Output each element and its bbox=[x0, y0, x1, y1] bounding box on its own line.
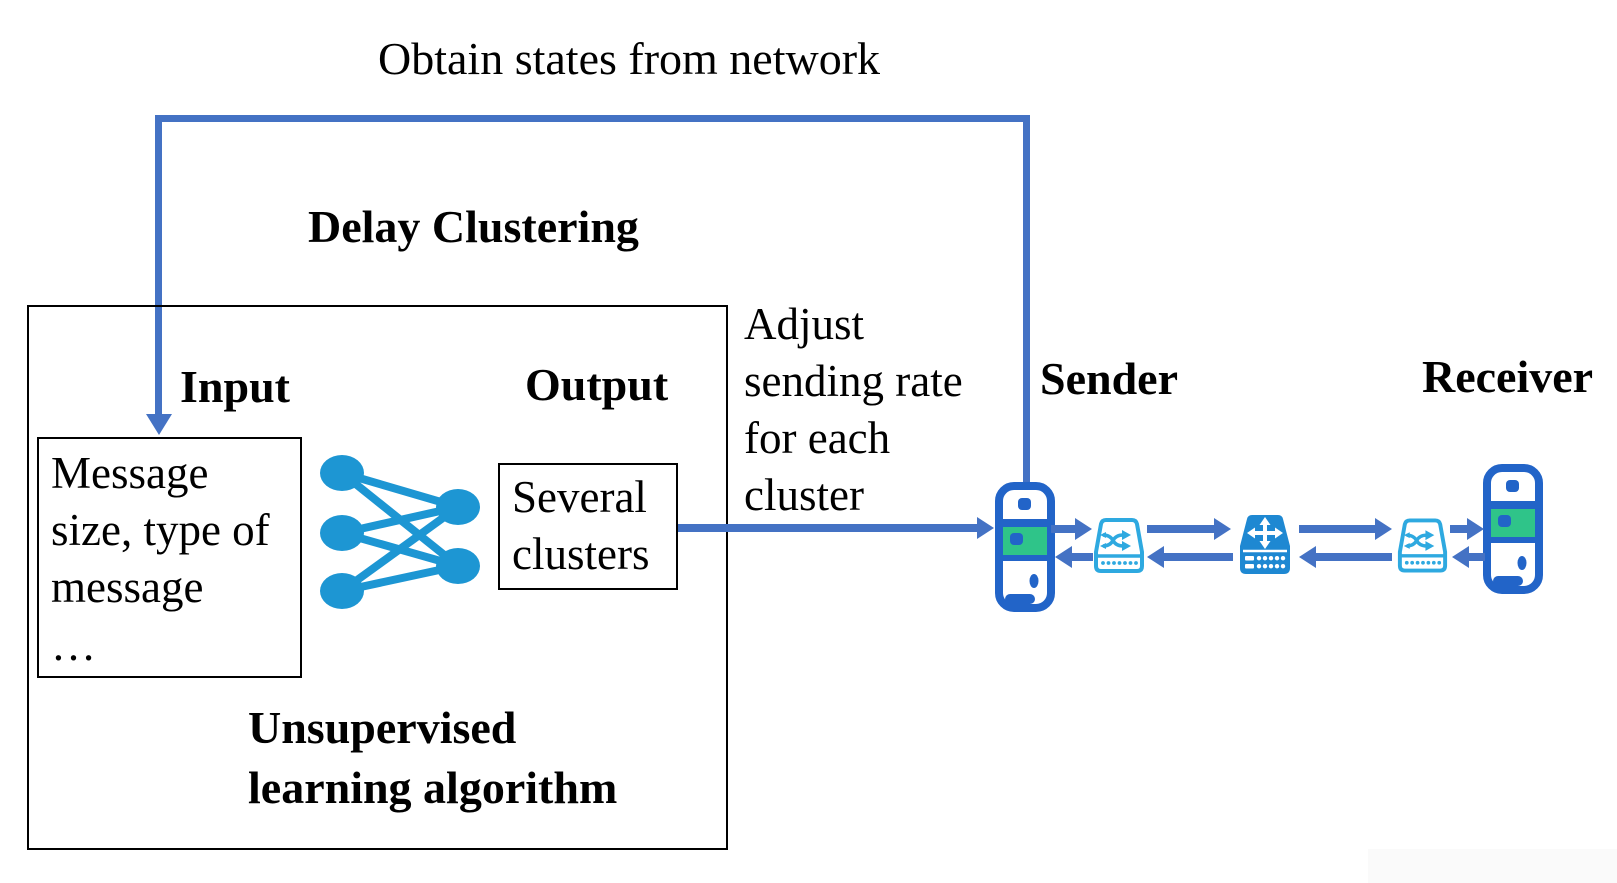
arrow-shaft bbox=[1466, 553, 1485, 561]
arrow-head bbox=[1375, 518, 1392, 540]
algorithm-label: Unsupervised learning algorithm bbox=[248, 702, 618, 813]
arrow-head bbox=[1214, 518, 1231, 540]
arrow-head bbox=[1452, 546, 1469, 568]
clustering-box bbox=[27, 305, 728, 850]
output-label: Output bbox=[525, 359, 669, 410]
down-arrowhead-icon bbox=[146, 414, 172, 435]
right-arrow-icon arrow-sender-to-switch1 bbox=[1051, 518, 1092, 540]
left-arrow-icon arrow-switch2-to-router bbox=[1299, 546, 1392, 568]
arrow-shaft bbox=[678, 524, 980, 532]
neural-network-icon bbox=[320, 455, 480, 609]
right-arrow-icon arrow-switch1-to-router bbox=[1147, 518, 1231, 540]
several-clusters-box: Several clusters bbox=[498, 463, 678, 590]
arrow-shaft bbox=[1313, 553, 1392, 561]
arrow-head bbox=[1299, 546, 1316, 568]
feedback-line-top bbox=[155, 115, 1030, 122]
arrow-shaft bbox=[1051, 525, 1078, 533]
input-label: Input bbox=[180, 361, 290, 412]
several-clusters-text: Several clusters bbox=[512, 472, 650, 579]
message-input-box: Message size, type of message … bbox=[37, 437, 302, 678]
arrow-shaft bbox=[1069, 553, 1093, 561]
arrow-shaft bbox=[1299, 525, 1378, 533]
network-router-icon bbox=[1240, 515, 1290, 574]
delay-clustering-heading: Delay Clustering bbox=[308, 201, 639, 252]
network-switch-icon switch-right-icon bbox=[1397, 518, 1448, 573]
scan-artifact bbox=[1368, 849, 1617, 883]
arrow-head bbox=[1467, 518, 1484, 540]
arrow-shaft bbox=[1147, 525, 1217, 533]
feedback-line-left bbox=[155, 115, 162, 416]
feedback-line-right bbox=[1023, 115, 1030, 485]
arrow-head bbox=[1055, 546, 1072, 568]
arrow-head bbox=[1075, 518, 1092, 540]
right-arrow-icon arrow-switch2-to-receiver bbox=[1450, 518, 1484, 540]
left-arrow-icon arrow-receiver-to-switch2 bbox=[1452, 546, 1485, 568]
message-input-text: Message size, type of message bbox=[51, 448, 270, 612]
arrow-shaft bbox=[1161, 553, 1233, 561]
message-input-ellipsis: … bbox=[51, 620, 96, 670]
host-device-icon sender-host-icon bbox=[995, 482, 1055, 612]
arrow-head bbox=[977, 517, 994, 539]
arrow-head bbox=[1147, 546, 1164, 568]
right-arrow-icon cluster-output-arrow bbox=[678, 517, 994, 539]
right-arrow-icon arrow-router-to-switch2 bbox=[1299, 518, 1392, 540]
adjust-rate-note: Adjust sending rate for each cluster bbox=[744, 299, 963, 520]
receiver-label: Receiver bbox=[1422, 351, 1594, 402]
obtain-states-label: Obtain states from network bbox=[378, 33, 881, 84]
host-device-icon receiver-host-icon bbox=[1483, 464, 1543, 594]
left-arrow-icon arrow-router-to-switch1 bbox=[1147, 546, 1233, 568]
sender-label: Sender bbox=[1040, 353, 1178, 404]
left-arrow-icon arrow-switch1-to-sender bbox=[1055, 546, 1093, 568]
arrow-shaft bbox=[1450, 525, 1470, 533]
network-switch-icon switch-left-icon bbox=[1094, 518, 1144, 573]
